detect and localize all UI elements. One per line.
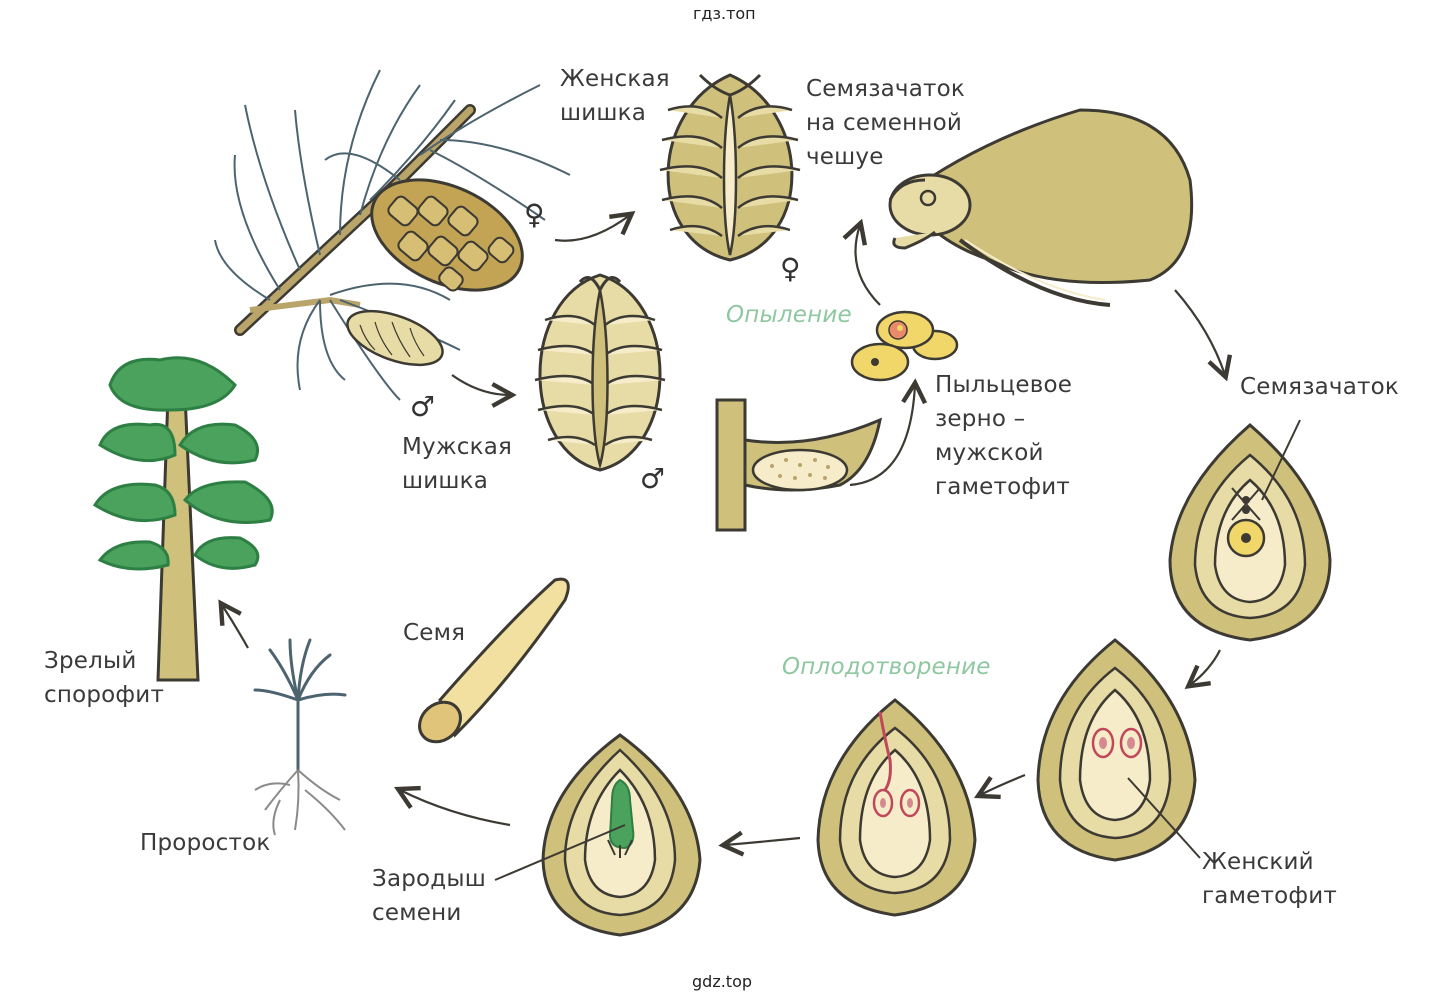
pollen-grains [850, 310, 959, 382]
watermark-top: гдз.топ [693, 4, 756, 23]
label-embryo: Зародыш семени [372, 866, 487, 926]
seedling [253, 638, 347, 836]
female-cone-section [659, 73, 801, 262]
label-seed: Семя [403, 620, 466, 646]
microsporophyll [715, 398, 883, 532]
label-ovule-on-scale: Семязачаток на семенной чешуе [806, 76, 965, 170]
label-female-gametophyte: Женский гаметофит [1202, 849, 1337, 909]
watermark-bottom: gdz.top [692, 972, 753, 991]
label-pollination: Опыление [726, 302, 852, 328]
male-symbol-branch: ♂ [410, 390, 436, 423]
small-male-cone [346, 309, 444, 367]
mature-tree [92, 356, 274, 682]
male-cone-section [534, 273, 666, 472]
cycle-arrows [222, 215, 1225, 845]
label-ovule: Семязачаток [1240, 374, 1399, 400]
label-female-cone: Женская шишка [560, 66, 670, 126]
label-mature-sporophyte: Зрелый спорофит [44, 648, 165, 708]
ovule-stage [1168, 423, 1332, 642]
label-male-cone: Мужская шишка [402, 434, 513, 494]
label-fertilization: Оплодотворение [782, 654, 991, 680]
mature-female-cone [370, 178, 524, 292]
female-symbol-cone: ♀ [780, 252, 801, 285]
female-symbol-branch: ♀ [524, 198, 545, 231]
pine-branch [214, 69, 571, 401]
seed [418, 577, 570, 744]
seed-scale-with-ovule [888, 108, 1194, 307]
label-pollen-grain: Пыльцевое зерно – мужской гаметофит [935, 372, 1073, 500]
fertilization-stage [816, 698, 977, 917]
label-seedling: Проросток [140, 830, 271, 856]
pointer-lines [494, 419, 1301, 881]
embryo-stage [541, 733, 702, 937]
male-symbol-cone: ♂ [640, 462, 666, 495]
